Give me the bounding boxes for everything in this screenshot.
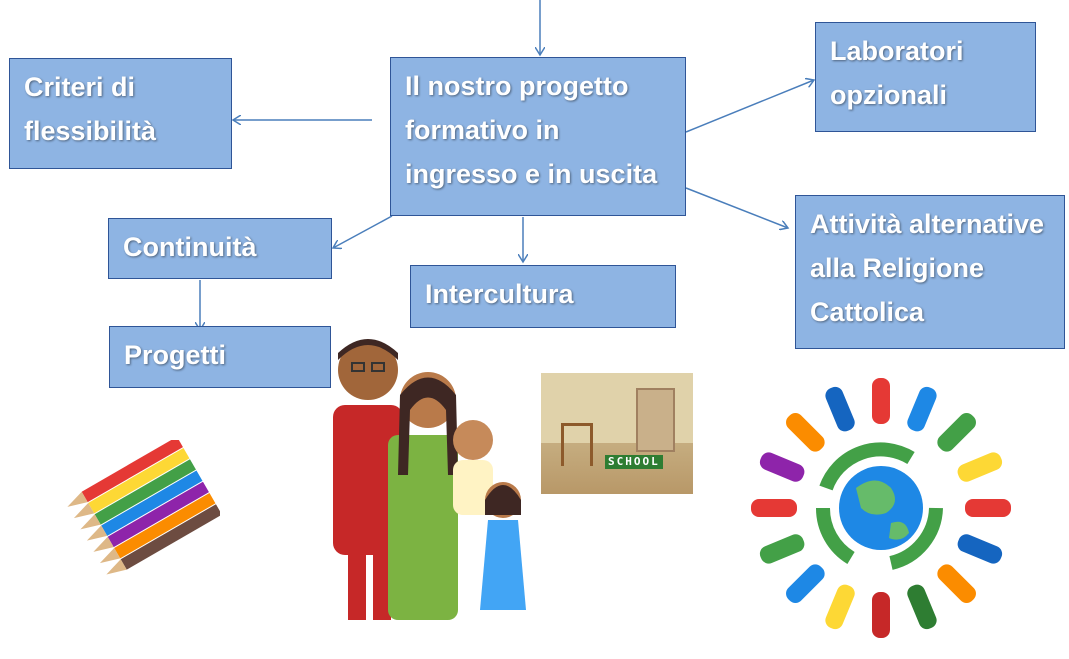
center-line: formativo in: [405, 115, 560, 145]
center-node: Il nostro progetto formativo in ingresso…: [390, 57, 686, 216]
attivita-line: Attività alternative: [810, 209, 1045, 239]
classroom-chair: [561, 423, 593, 466]
continuita-node: Continuità: [108, 218, 332, 279]
world-people-circle-image: [751, 378, 1011, 638]
people-ring: [751, 378, 1011, 638]
classroom-image: SCHOOL: [541, 373, 693, 494]
intercultura-node: Intercultura: [410, 265, 676, 328]
recycle-arrows: [815, 442, 943, 570]
criteri-line: Criteri di: [24, 72, 136, 102]
laboratori-node: Laboratori opzionali: [815, 22, 1036, 132]
arrow-center-to-attivita: [685, 187, 788, 228]
center-line: Il nostro progetto: [405, 71, 629, 101]
continuita-line: Continuità: [123, 232, 257, 262]
progetti-node: Progetti: [109, 326, 331, 388]
colored-pencils-image: [40, 440, 220, 580]
arrow-center-to-continuita: [333, 215, 393, 248]
intercultura-line: Intercultura: [425, 279, 574, 309]
school-sign: SCHOOL: [605, 455, 663, 469]
arrow-center-to-laboratori: [685, 80, 814, 133]
progetti-line: Progetti: [124, 340, 227, 370]
center-line: ingresso e in uscita: [405, 159, 658, 189]
school-sign-text: SCHOOL: [608, 455, 660, 468]
family-image: [333, 339, 526, 620]
criteri-node: Criteri di flessibilità: [9, 58, 232, 169]
attivita-line: alla Religione: [810, 253, 985, 283]
attivita-node: Attività alternative alla Religione Catt…: [795, 195, 1065, 349]
classroom-door: [636, 388, 675, 452]
criteri-line: flessibilità: [24, 116, 157, 146]
laboratori-line: opzionali: [830, 80, 947, 110]
laboratori-line: Laboratori: [830, 36, 964, 66]
attivita-line: Cattolica: [810, 297, 925, 327]
